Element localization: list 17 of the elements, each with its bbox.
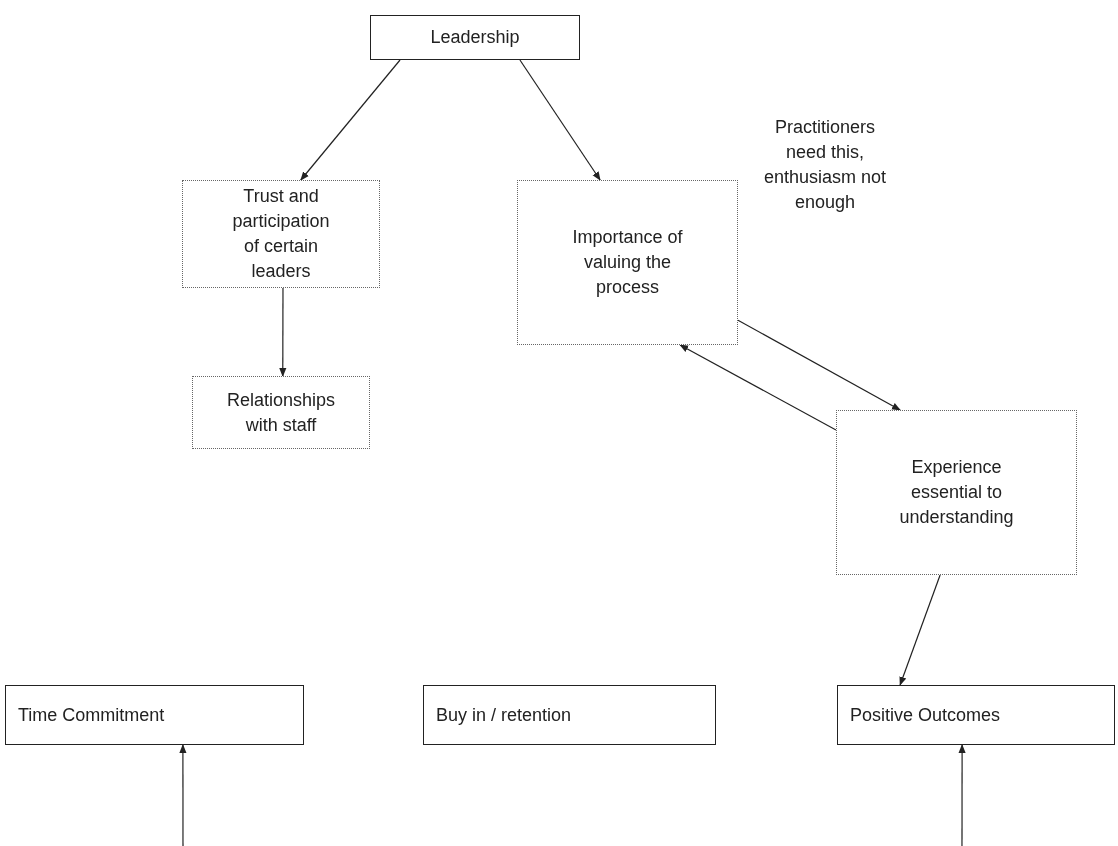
- arrow: [737, 319, 901, 411]
- process-box: Buy in / retention: [423, 685, 716, 745]
- arrow: [179, 744, 187, 846]
- process-box: Positive Outcomes: [837, 685, 1115, 745]
- dotted-box: Trust and participation of certain leaders: [182, 180, 380, 288]
- arrow: [679, 344, 837, 431]
- process-box: Leadership: [370, 15, 580, 60]
- arrow: [958, 744, 966, 846]
- note-text: Practitioners need this, enthusiasm not enough: [762, 116, 888, 214]
- arrow: [279, 287, 287, 377]
- process-box: Time Commitment: [5, 685, 304, 745]
- dotted-box: Experience essential to understanding: [836, 410, 1077, 575]
- arrow: [519, 59, 601, 181]
- arrow: [300, 59, 401, 181]
- dotted-box: Relationships with staff: [192, 376, 370, 449]
- arrow: [899, 574, 941, 686]
- dotted-box: Importance of valuing the process: [517, 180, 738, 345]
